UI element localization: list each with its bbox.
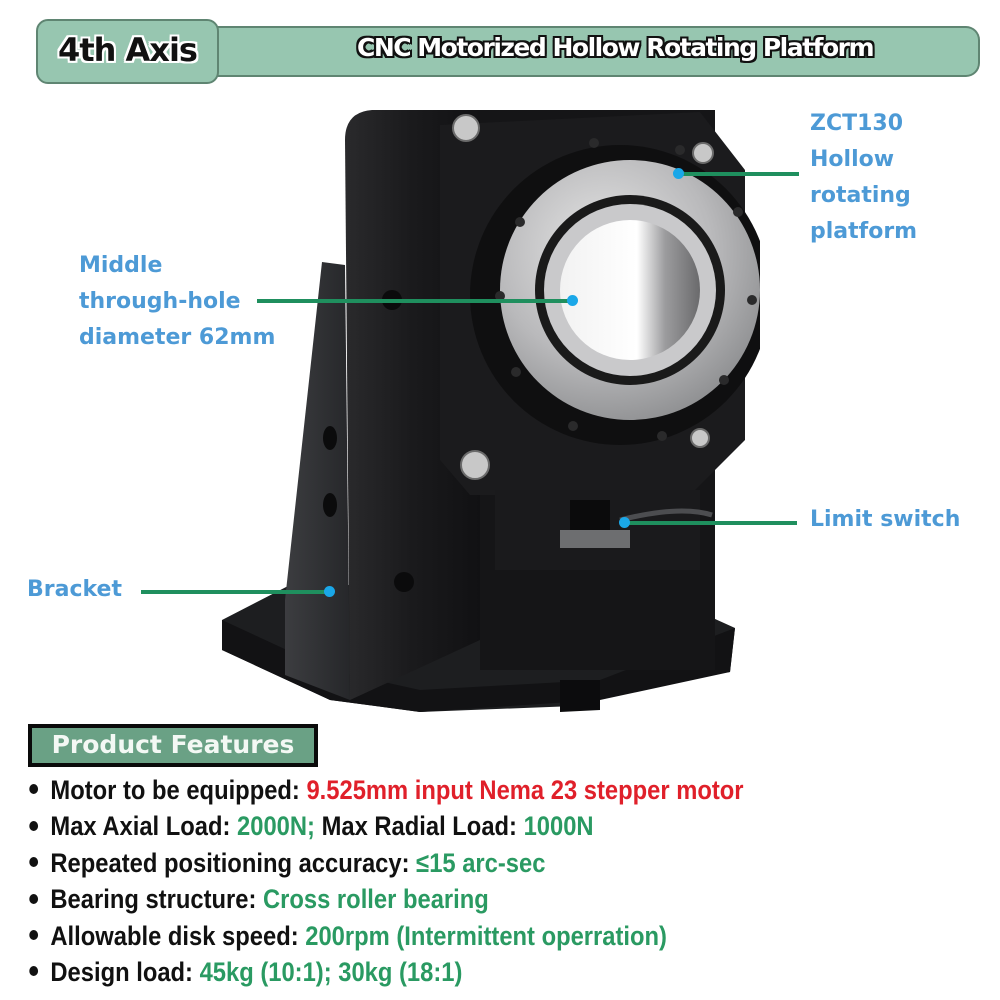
axis-badge: 4th Axis xyxy=(36,19,219,84)
through-hole-label: Middle through-hole diameter 62mm xyxy=(79,253,276,350)
hollow-rotating-platform-icon xyxy=(222,110,760,712)
feature-item: Design load: 45kg (10:1); 30kg (18:1) xyxy=(24,954,744,990)
badge-label: 4th Axis xyxy=(58,31,198,69)
bullet-icon xyxy=(29,930,39,940)
bullet-icon xyxy=(29,784,39,795)
limit-switch-callout-dot xyxy=(619,517,630,528)
platform-callout-line xyxy=(679,172,799,176)
feature-item: Bearing structure: Cross roller bearing xyxy=(24,881,744,917)
title-banner: CNC Motorized Hollow Rotating Platform xyxy=(212,26,980,77)
bullet-icon xyxy=(29,857,39,868)
features-heading-box: Product Features xyxy=(28,724,318,767)
bullet-icon xyxy=(29,893,39,904)
limit-switch-callout-line xyxy=(625,521,797,525)
bullet-icon xyxy=(29,820,39,831)
bracket-callout-line xyxy=(141,590,329,594)
page-title: CNC Motorized Hollow Rotating Platform xyxy=(356,33,875,62)
through-hole-callout-dot xyxy=(567,295,578,306)
features-list: Motor to be equipped: 9.525mm input Nema… xyxy=(24,772,842,990)
bracket-label: Bracket xyxy=(27,577,122,602)
bracket-callout-dot xyxy=(324,586,335,597)
features-heading: Product Features xyxy=(51,730,295,759)
feature-item: Allowable disk speed: 200rpm (Intermitte… xyxy=(24,918,744,954)
limit-switch-label: Limit switch xyxy=(810,507,961,532)
bullet-icon xyxy=(29,966,39,977)
platform-label: ZCT130 Hollow rotating platform xyxy=(810,111,918,244)
feature-item: Repeated positioning accuracy: ≤15 arc-s… xyxy=(24,845,744,881)
through-hole-callout-line xyxy=(257,299,573,303)
feature-item: Max Axial Load: 2000N; Max Radial Load: … xyxy=(24,808,744,844)
feature-item: Motor to be equipped: 9.525mm input Nema… xyxy=(24,772,744,808)
platform-callout-dot xyxy=(673,168,684,179)
